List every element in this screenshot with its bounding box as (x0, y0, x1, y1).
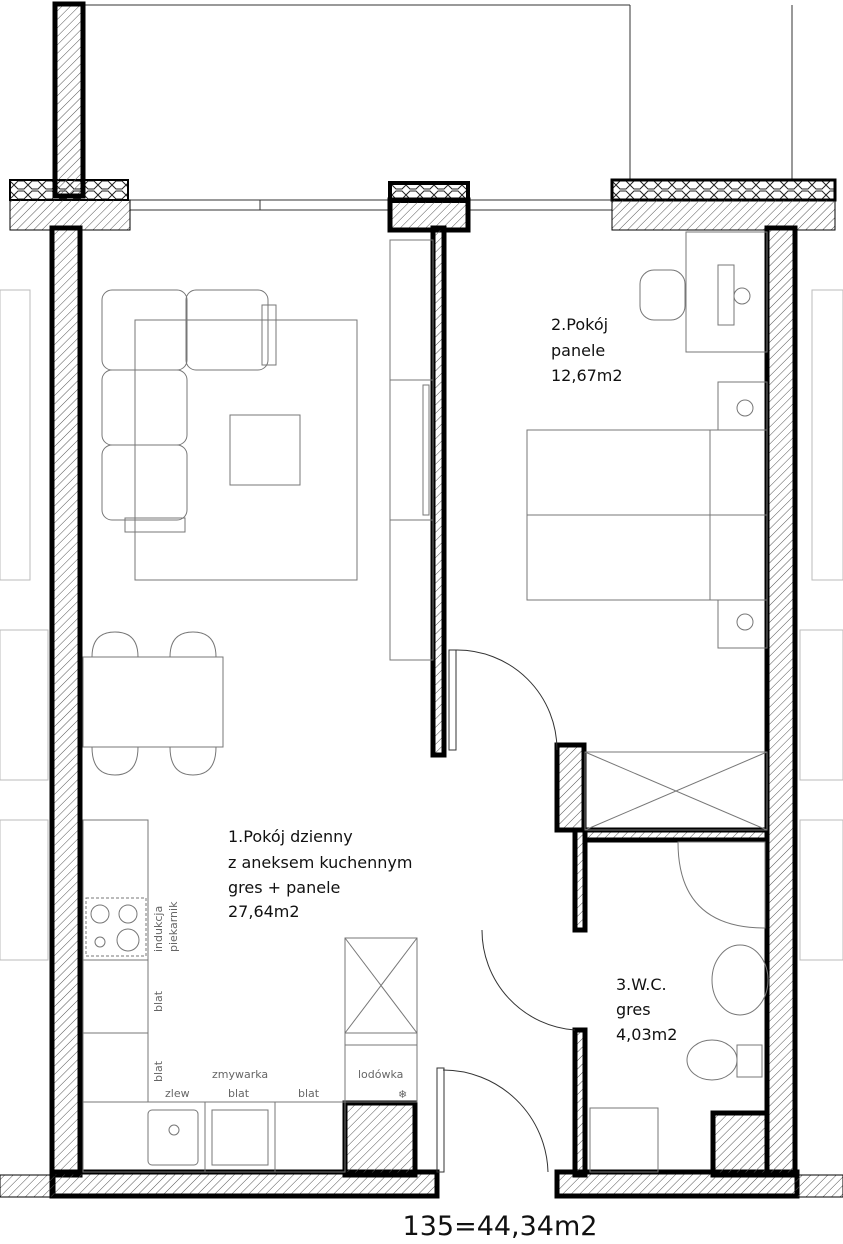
counter-label: blat (228, 1087, 250, 1100)
svg-text:1.Pokój dzienny: 1.Pokój dzienny (228, 827, 353, 846)
total-area-label: 135=44,34m2 (403, 1211, 598, 1242)
dishwasher-label: zmywarka (212, 1068, 268, 1081)
bed (526, 381, 768, 649)
windows (129, 199, 613, 211)
walls (0, 1, 843, 1199)
neighbor-furniture-left (0, 289, 49, 961)
coffee-table (229, 414, 301, 486)
sink-label: zlew (165, 1087, 190, 1100)
bathroom-fixtures (589, 841, 769, 1173)
svg-text:gres: gres (616, 1000, 651, 1019)
svg-text:27,64m2: 27,64m2 (228, 902, 300, 921)
desk (639, 231, 768, 353)
room-label-wc: 3.W.C. gres 4,03m2 (616, 975, 677, 1044)
tv-cabinet (389, 239, 434, 661)
svg-text:z aneksem kuchennym: z aneksem kuchennym (228, 853, 412, 872)
svg-text:4,03m2: 4,03m2 (616, 1025, 677, 1044)
svg-text:gres + panele: gres + panele (228, 878, 340, 897)
fridge-label: lodówka (358, 1068, 403, 1081)
balcony-outline (83, 4, 793, 180)
wardrobe (584, 751, 768, 831)
fridge (344, 937, 418, 1103)
svg-text:3.W.C.: 3.W.C. (616, 975, 667, 994)
counter-label: blat (152, 1060, 165, 1082)
kitchen-counters (82, 819, 346, 1173)
svg-text:2.Pokój: 2.Pokój (551, 315, 608, 334)
doors (436, 649, 576, 1173)
dining-table (82, 631, 224, 776)
snowflake-icon: ❄ (398, 1088, 407, 1101)
sofa (101, 289, 358, 581)
oven-label: piekarnik (167, 901, 180, 952)
room-label-bedroom: 2.Pokój panele 12,67m2 (551, 315, 623, 385)
counter-label: blat (152, 990, 165, 1012)
svg-text:panele: panele (551, 341, 605, 360)
counter-label: blat (298, 1087, 320, 1100)
room-label-living: 1.Pokój dzienny z aneksem kuchennym gres… (228, 827, 412, 921)
induction-label: indukcja (152, 906, 165, 952)
neighbor-furniture-right (799, 289, 843, 961)
svg-text:12,67m2: 12,67m2 (551, 366, 623, 385)
